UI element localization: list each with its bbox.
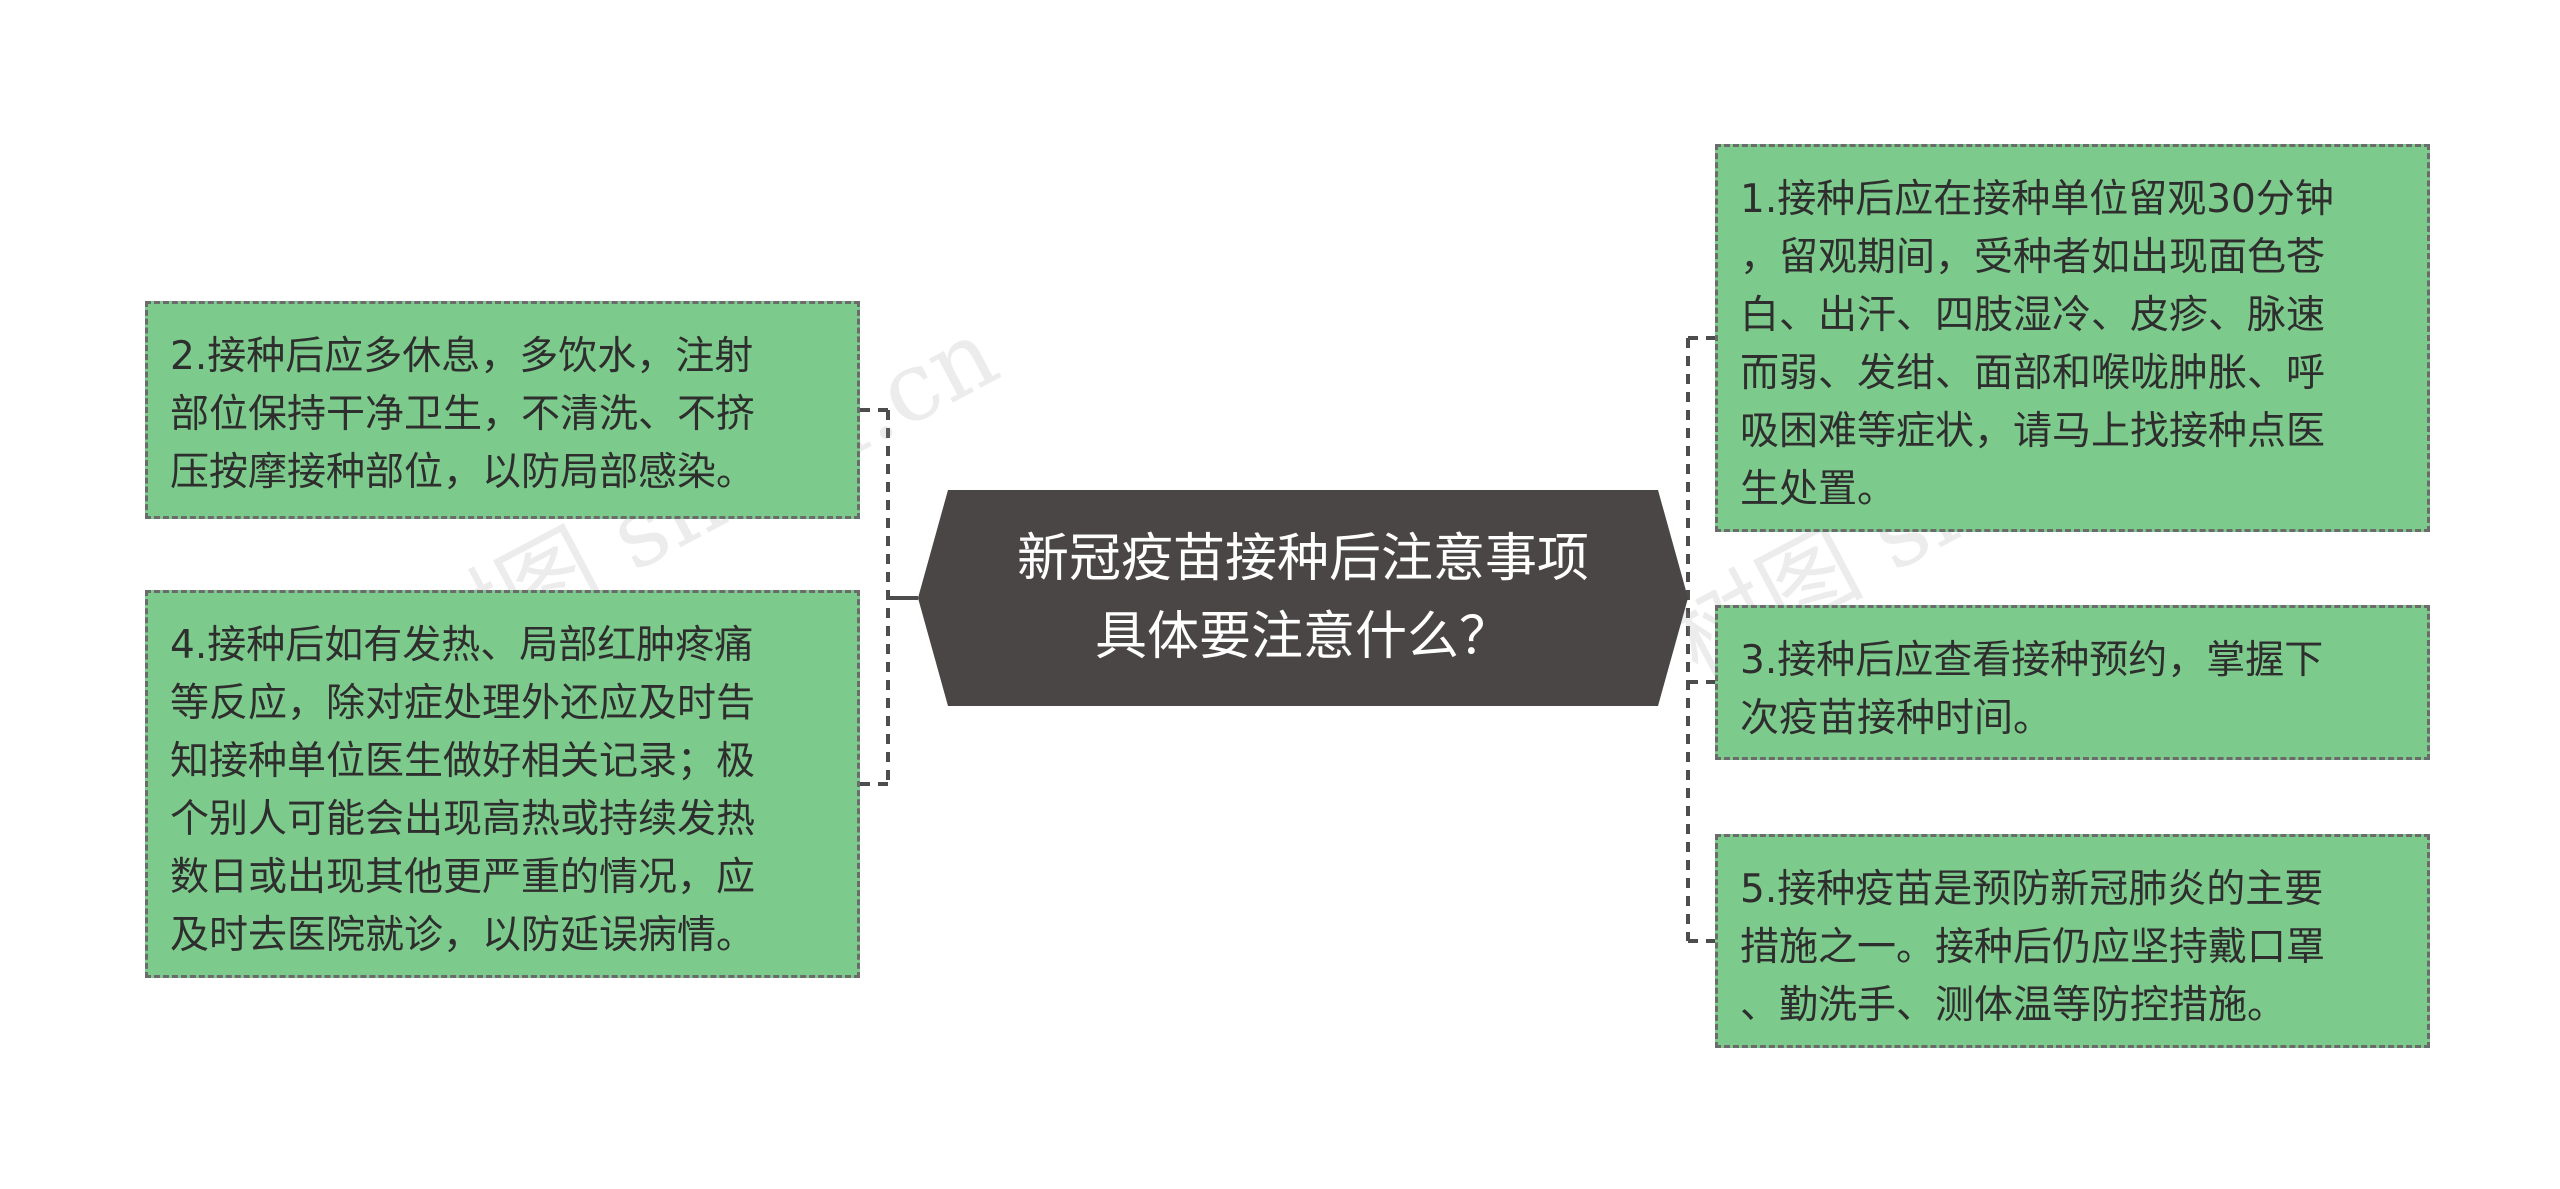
- root-node: 新冠疫苗接种后注意事项 具体要注意什么？: [918, 490, 1688, 706]
- root-node-label: 新冠疫苗接种后注意事项 具体要注意什么？: [1016, 529, 1589, 667]
- right-node-5: 5.接种疫苗是预防新冠肺炎的主要 措施之一。接种后仍应坚持戴口罩 、勤洗手、测体…: [1715, 834, 2430, 1048]
- left-node-4: 4.接种后如有发热、局部红肿疼痛 等反应，除对症处理外还应及时告 知接种单位医生…: [145, 590, 860, 978]
- left-node-2: 2.接种后应多休息，多饮水，注射 部位保持干净卫生，不清洗、不挤 压按摩接种部位…: [145, 301, 860, 519]
- right-node-3: 3.接种后应查看接种预约，掌握下 次疫苗接种时间。: [1715, 605, 2430, 760]
- right-node-1: 1.接种后应在接种单位留观30分钟 ，留观期间，受种者如出现面色苍 白、出汗、四…: [1715, 144, 2430, 532]
- root-node-shape: [918, 490, 1688, 706]
